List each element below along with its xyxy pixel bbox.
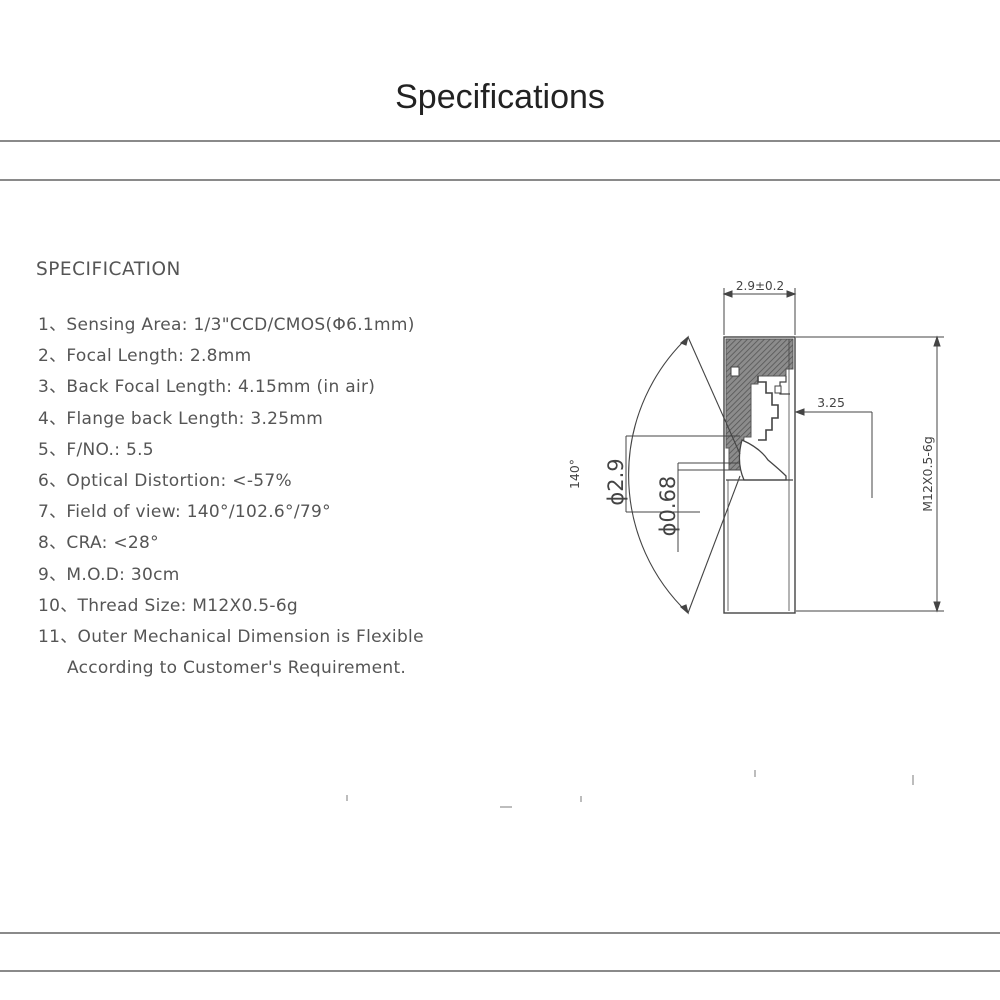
scan-speck [346, 795, 348, 801]
dim-angle-marker [628, 335, 741, 615]
dim-dia-large-marker [625, 435, 740, 513]
spec-item-cra: 8、CRA: <28° [38, 533, 159, 554]
dim-thread-marker [796, 335, 944, 613]
spec-heading: SPECIFICATION [36, 259, 181, 280]
dim-dia-small-label: ϕ0.68 [656, 476, 680, 537]
scan-speck [500, 806, 512, 808]
spec-item-field-of-view: 7、Field of view: 140°/102.6°/79° [38, 502, 331, 523]
scan-speck [580, 796, 582, 802]
spec-item-sensing-area: 1、Sensing Area: 1/3"CCD/CMOS(Φ6.1mm) [38, 315, 415, 335]
spec-item-mod: 9、M.O.D: 30cm [38, 564, 180, 585]
dim-angle-label: 140° [567, 459, 582, 489]
dim-dia-small-marker [677, 462, 740, 552]
dim-width-marker [722, 288, 797, 335]
spec-item-outer-dimension: 11、Outer Mechanical Dimension is Flexibl… [38, 627, 424, 648]
lens-body [723, 336, 796, 614]
page-title: Specifications [395, 78, 605, 116]
scan-speck [754, 770, 756, 777]
footer-divider-top [0, 932, 1000, 934]
footer-divider-bottom [0, 970, 1000, 972]
spec-item-thread-size: 10、Thread Size: M12X0.5-6g [38, 595, 299, 616]
dim-flange-marker [794, 408, 873, 498]
spec-item-f-number: 5、F/NO.: 5.5 [38, 439, 154, 460]
spec-item-outer-dimension-continued: According to Customer's Requirement. [67, 658, 407, 679]
header-divider-top [0, 140, 1000, 142]
spec-item-back-focal-length: 3、Back Focal Length: 4.15mm (in air) [38, 377, 376, 398]
lens-inner-steps [757, 376, 779, 441]
spec-item-focal-length: 2、Focal Length: 2.8mm [38, 346, 252, 367]
spec-list: 1、Sensing Area: 1/3"CCD/CMOS(Φ6.1mm) 2、F… [38, 310, 424, 684]
dim-width-label: 2.9±0.2 [736, 279, 784, 293]
spec-item-optical-distortion: 6、Optical Distortion: <-57% [38, 471, 292, 492]
dim-flange-label: 3.25 [817, 395, 845, 410]
spec-item-flange-back-length: 4、Flange back Length: 3.25mm [38, 408, 324, 429]
scan-speck [912, 775, 914, 785]
lens-detail-box-right [774, 385, 782, 394]
header-divider-bottom [0, 179, 1000, 181]
dim-thread-label: M12X0.5-6g [920, 436, 935, 512]
lens-detail-box-left [730, 366, 740, 377]
dim-dia-large-label: ϕ2.9 [604, 458, 628, 505]
lens-inner-steps-right [779, 376, 790, 395]
lens-body-hatched-section [725, 338, 794, 471]
